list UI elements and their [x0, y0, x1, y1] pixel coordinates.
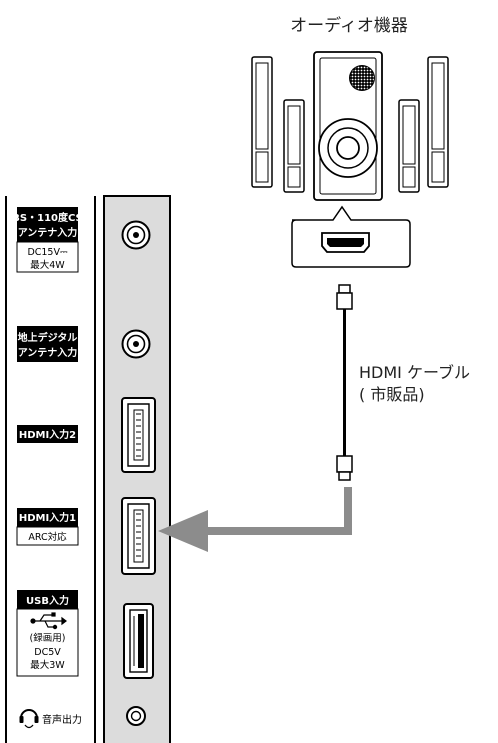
speaker-right-small	[398, 99, 420, 193]
hdmi1-arc-text: ARC対応	[28, 531, 67, 543]
bs-antenna-spec1: DC15V⎓	[27, 247, 68, 258]
hdmi2-label: HDMI入力2	[17, 425, 78, 443]
subwoofer	[313, 51, 383, 201]
headphone-icon	[19, 709, 39, 729]
usb-spec2: DC5V	[34, 647, 61, 658]
usb-spec3: 最大3W	[30, 659, 65, 671]
hdmi1-port[interactable]	[121, 497, 156, 575]
bs-antenna-label-line1: BS・110度CS	[12, 211, 82, 224]
usb-spec1: (録画用)	[30, 632, 66, 644]
audio-out-port[interactable]	[126, 706, 146, 726]
cable-label-line2: ( 市販品)	[359, 385, 425, 404]
usb-label: USB入力 (録画用) DC5V 最大3W	[16, 590, 79, 677]
audio-device-hdmi-port[interactable]	[321, 232, 370, 253]
audio-device	[251, 51, 449, 201]
terrestrial-antenna-label: 地上デジタル アンテナ入力	[17, 326, 78, 362]
hdmi-cable	[336, 284, 353, 481]
usb-label-text: USB入力	[26, 594, 69, 607]
speaker-left-small	[283, 99, 305, 193]
hdmi1-label: HDMI入力1 ARC対応	[16, 508, 79, 546]
bs-antenna-label: BS・110度CS アンテナ入力 DC15V⎓ 最大4W	[12, 207, 83, 273]
audio-device-title: オーディオ機器	[290, 15, 408, 36]
audio-out-label-text: 音声出力	[42, 713, 82, 726]
terrestrial-antenna-label-line2: アンテナ入力	[18, 346, 78, 359]
audio-out-label: 音声出力	[19, 709, 82, 729]
usb-symbol-icon	[30, 612, 67, 630]
terrestrial-antenna-port[interactable]	[121, 329, 151, 359]
bs-antenna-port[interactable]	[121, 220, 151, 250]
speaker-left-tall	[251, 56, 273, 188]
bs-antenna-spec2: 最大4W	[30, 259, 65, 271]
terrestrial-antenna-label-line1: 地上デジタル	[18, 331, 78, 344]
audio-device-hdmi-callout	[291, 205, 411, 268]
usb-port[interactable]	[123, 603, 154, 679]
speaker-right-tall	[427, 56, 449, 188]
hdmi1-label-text: HDMI入力1	[19, 511, 76, 524]
cable-label-line1: HDMI ケーブル	[359, 363, 470, 382]
hdmi2-label-text: HDMI入力2	[19, 428, 76, 441]
bs-antenna-label-line2: アンテナ入力	[18, 226, 78, 239]
hdmi2-port[interactable]	[121, 397, 156, 473]
connection-arrow	[158, 487, 352, 552]
